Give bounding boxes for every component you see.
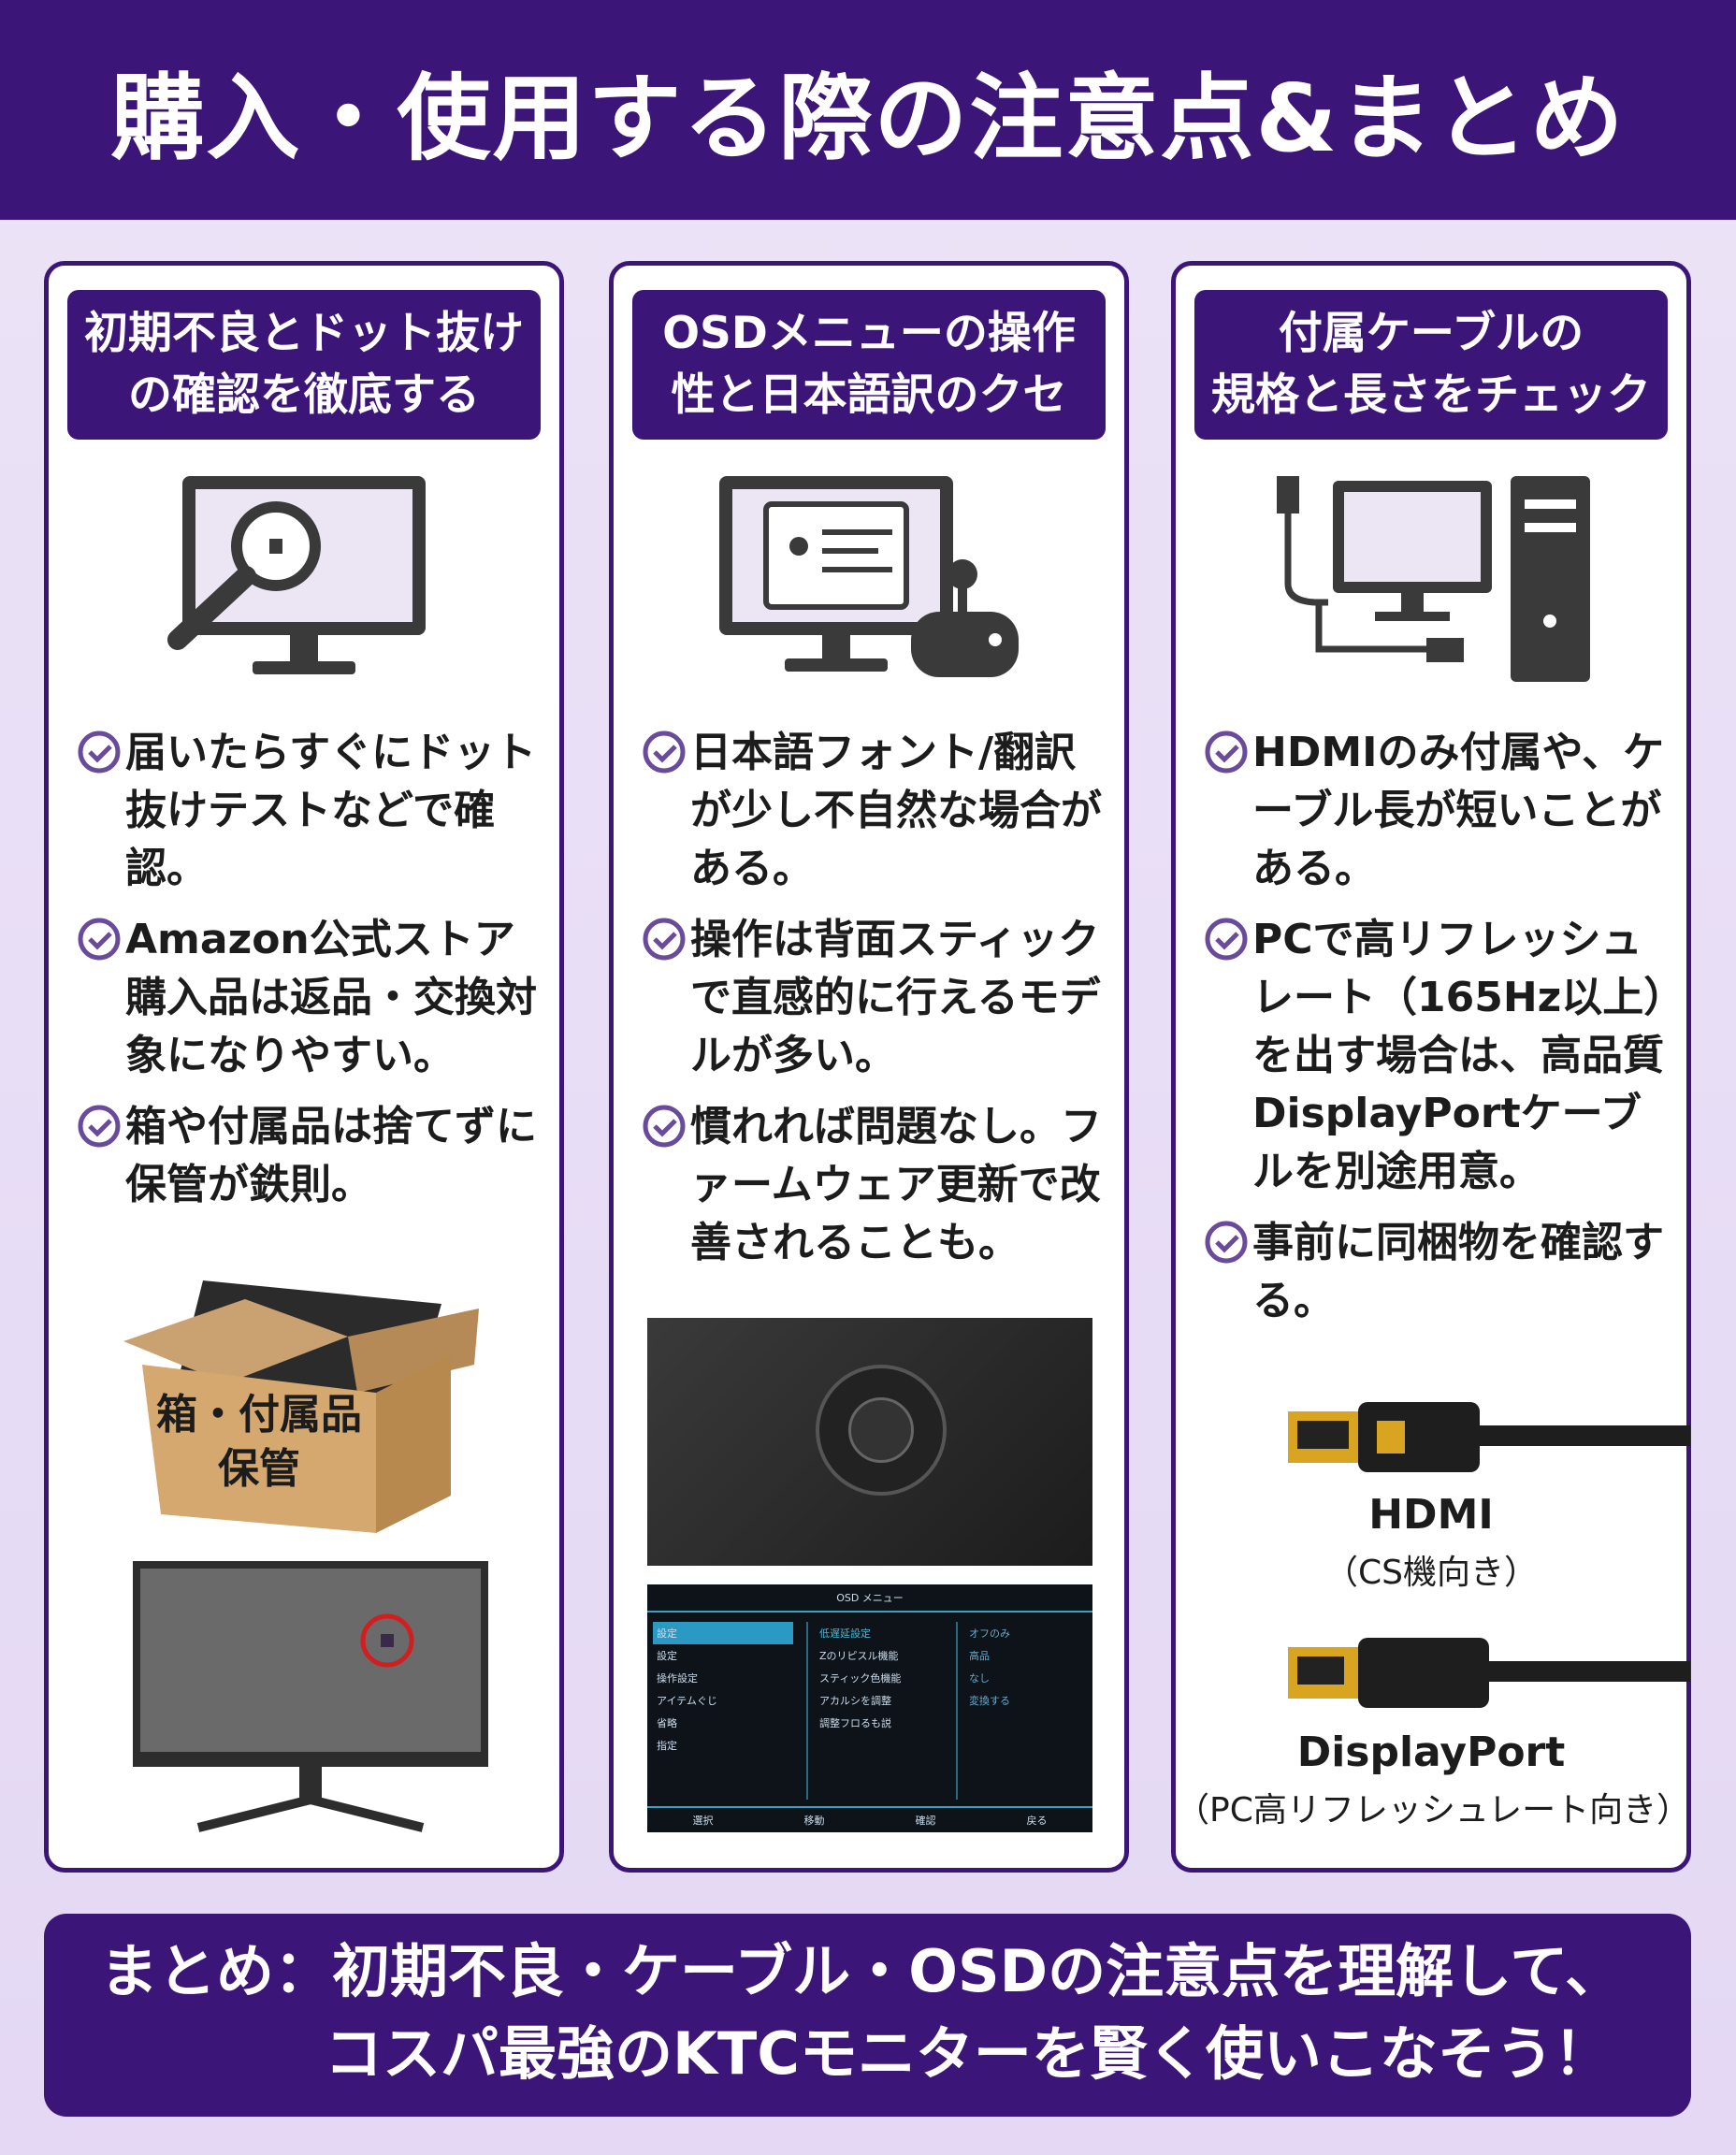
summary-line: コスパ最強のKTCモニターを賢く使いこなそう！ [325,2019,1612,2088]
bullet-text: 事前に同梱物を確認する。 [1252,1219,1664,1324]
column-cables: 付属ケーブルの規格と長さをチェック HDMIのみ付属や、ケーブル長が短いことがあ… [1171,261,1691,1873]
column-heading: OSDメニューの操作性と日本語訳のクセ [632,290,1106,440]
check-circle-icon [643,918,686,961]
page-title: 購入・使用する際の注意点&まとめ [110,64,1626,173]
cable-monitor-pc-icon [1176,471,1686,696]
bullet-text: PCで高リフレッシュレート（165Hz以上）を出す場合は、高品質DisplayP… [1252,916,1665,1195]
osd-footer-item: 選択 [692,1815,714,1827]
title-banner: 購入・使用する際の注意点&まとめ [0,0,1736,220]
osd-menu-item[interactable]: 操作設定 [657,1672,698,1685]
list-item: 慣れれば問題なし。ファームウェア更新で改善されることも。 [638,1098,1111,1272]
osd-menu-item[interactable]: 指定 [657,1740,677,1752]
osd-footer-item: 確認 [915,1815,936,1827]
osd-footer-item: 戻る [1026,1815,1048,1827]
monitor-settings-gamepad-icon [614,471,1124,696]
osd-menu-item[interactable]: 設定 [657,1650,677,1662]
heading-line: 性と日本語訳のクセ [671,369,1067,421]
osd-title: OSD メニュー [647,1584,1092,1613]
displayport-cable-icon [1288,1638,1690,1708]
osd-option: スティック色機能 [819,1672,902,1685]
bullet-text: 届いたらすぐにドット抜けテストなどで確認。 [125,729,537,892]
list-item: 箱や付属品は捨てずに保管が鉄則。 [73,1098,546,1214]
hdmi-label: HDMI [1368,1491,1494,1539]
check-circle-icon [78,918,121,961]
heading-line: の確認を徹底する [128,369,480,421]
heading-line: 規格と長さをチェック [1211,369,1651,421]
displayport-label: DisplayPort [1296,1728,1566,1776]
osd-value: オフのみ [969,1627,1010,1640]
heading-line: OSDメニューの操作 [662,308,1076,359]
check-circle-icon [1205,918,1248,961]
check-circle-icon [643,1105,686,1148]
bullet-text: 日本語フォント/翻訳が少し不自然な場合がある。 [690,729,1102,892]
list-item: 日本語フォント/翻訳が少し不自然な場合がある。 [638,724,1111,898]
rear-joystick-photo [647,1318,1092,1566]
bullet-text: 箱や付属品は捨てずに保管が鉄則。 [125,1103,537,1208]
bullet-list: 届いたらすぐにドット抜けテストなどで確認。 Amazon公式ストア購入品は返品・… [73,724,546,1227]
osd-footer: 選択 移動 確認 戻る [647,1806,1092,1832]
osd-option: 調整フロるも説 [819,1717,891,1729]
hdmi-cable-icon [1288,1402,1690,1472]
osd-value: 変換する [969,1695,1010,1707]
list-item: HDMIのみ付属や、ケーブル長が短いことがある。 [1200,724,1673,898]
list-item: 操作は背面スティックで直感的に行えるモデルが多い。 [638,911,1111,1085]
box-label-line: 保管 [218,1445,300,1493]
osd-option: 低遅延設定 [819,1627,871,1640]
osd-menu-item[interactable]: アイテムぐじ [657,1695,717,1707]
bullet-list: 日本語フォント/翻訳が少し不自然な場合がある。 操作は背面スティックで直感的に行… [638,724,1111,1285]
osd-option: Zのリピスル機能 [819,1650,899,1662]
osd-option: アカルシを調整 [819,1695,891,1707]
check-circle-icon [643,730,686,774]
list-item: Amazon公式ストア購入品は返品・交換対象になりやすい。 [73,911,546,1085]
list-item: 事前に同梱物を確認する。 [1200,1214,1673,1330]
osd-left-menu: 設定 設定 操作設定 アイテムぐじ 省略 指定 [653,1622,793,1757]
check-circle-icon [78,1105,121,1148]
osd-value: 高品 [969,1650,990,1662]
check-circle-icon [1205,1221,1248,1264]
box-label: 箱・付属品保管 [147,1388,371,1497]
check-circle-icon [1205,730,1248,774]
column-heading: 付属ケーブルの規格と長さをチェック [1194,290,1668,440]
osd-footer-item: 移動 [803,1815,825,1827]
heading-line: 初期不良とドット抜け [84,308,524,359]
cardboard-box-illustration [123,1280,479,1533]
monitor-dead-pixel-illustration [133,1561,488,1832]
osd-value: なし [969,1672,990,1685]
list-item: 届いたらすぐにドット抜けテストなどで確認。 [73,724,546,898]
osd-menu-item[interactable]: 設定 [653,1622,793,1644]
summary-box: まとめ：初期不良・ケーブル・OSDの注意点を理解して、 コスパ最強のKTCモニタ… [44,1914,1691,2117]
column-initial-defects: 初期不良とドット抜けの確認を徹底する 届いたらすぐにドット抜けテストなどで確認。… [44,261,564,1873]
box-label-line: 箱・付属品 [156,1391,362,1439]
osd-menu-screenshot: OSD メニュー 設定 設定 操作設定 アイテムぐじ 省略 指定 低遅延設定 Z… [647,1584,1092,1832]
osd-right: オフのみ 高品 なし 変換する [956,1622,1087,1800]
bullet-text: Amazon公式ストア購入品は返品・交換対象になりやすい。 [125,916,537,1079]
column-heading: 初期不良とドット抜けの確認を徹底する [67,290,541,440]
hdmi-note: （CS機向き） [1324,1554,1538,1592]
list-item: PCで高リフレッシュレート（165Hz以上）を出す場合は、高品質DisplayP… [1200,911,1673,1201]
bullet-text: HDMIのみ付属や、ケーブル長が短いことがある。 [1252,729,1665,892]
heading-line: 付属ケーブルの [1278,308,1584,359]
column-osd-menu: OSDメニューの操作性と日本語訳のクセ 日本語フォント/翻訳が少し不自然な場合が… [609,261,1129,1873]
bullet-list: HDMIのみ付属や、ケーブル長が短いことがある。 PCで高リフレッシュレート（1… [1200,724,1673,1343]
bullet-text: 慣れれば問題なし。ファームウェア更新で改善されることも。 [690,1103,1102,1266]
summary-line: まとめ：初期不良・ケーブル・OSDの注意点を理解して、 [100,1937,1624,2005]
monitor-magnifier-icon [49,471,559,696]
osd-menu-item[interactable]: 省略 [657,1717,677,1729]
osd-middle: 低遅延設定 Zのリピスル機能 スティック色機能 アカルシを調整 調整フロるも説 [806,1622,947,1800]
check-circle-icon [78,730,121,774]
displayport-note: （PC高リフレッシュレート向き） [1176,1791,1691,1830]
bullet-text: 操作は背面スティックで直感的に行えるモデルが多い。 [690,916,1101,1079]
